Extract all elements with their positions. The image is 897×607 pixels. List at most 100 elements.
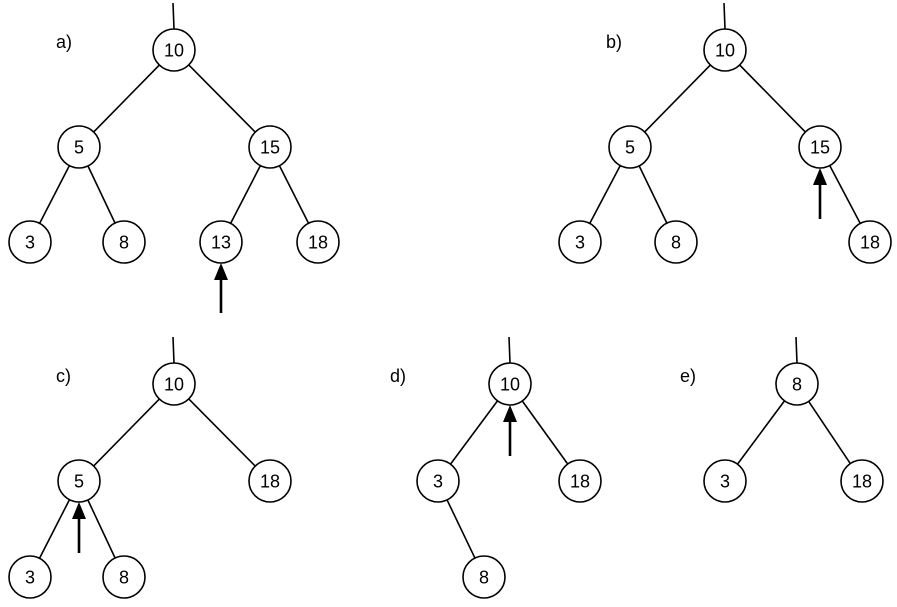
tree-node: 3 bbox=[8, 220, 52, 264]
tree-node: 8 bbox=[654, 220, 698, 264]
pointer-arrow-icon bbox=[503, 405, 517, 456]
tree-edge bbox=[93, 398, 160, 467]
node-value: 3 bbox=[720, 472, 730, 492]
node-circle bbox=[462, 555, 506, 599]
root-stub-line bbox=[795, 336, 798, 364]
panel-label-e: e) bbox=[680, 366, 696, 386]
node-circle bbox=[8, 220, 52, 264]
node-value: 15 bbox=[260, 138, 280, 158]
node-circle bbox=[57, 125, 101, 169]
node-value: 10 bbox=[500, 375, 520, 395]
arrow-head bbox=[72, 502, 86, 519]
tree-edge bbox=[278, 165, 310, 224]
node-value: 15 bbox=[810, 138, 830, 158]
tree-edge bbox=[644, 64, 711, 133]
node-circle bbox=[248, 125, 292, 169]
node-circle bbox=[654, 220, 698, 264]
node-circle bbox=[848, 220, 892, 264]
tree-edge bbox=[229, 165, 262, 224]
panel-label-c: c) bbox=[56, 366, 71, 386]
tree-edge bbox=[188, 398, 256, 467]
panel-d: d) 10 3 18 8 bbox=[390, 336, 602, 599]
node-value: 18 bbox=[852, 472, 872, 492]
node-value: 8 bbox=[119, 233, 129, 253]
node-value: 18 bbox=[308, 233, 328, 253]
panel-e: e) 8 3 18 bbox=[680, 336, 884, 503]
root-stub-line bbox=[508, 336, 511, 364]
node-circle bbox=[296, 220, 340, 264]
tree-edge bbox=[638, 165, 668, 224]
panel-label-a: a) bbox=[56, 32, 72, 52]
panel-c: c) 10 5 18 3 8 bbox=[8, 336, 292, 599]
node-circle bbox=[8, 555, 52, 599]
root-stub-line bbox=[172, 336, 175, 364]
node-circle bbox=[558, 459, 602, 503]
node-value: 10 bbox=[715, 41, 735, 61]
panel-label-d: d) bbox=[390, 366, 406, 386]
node-circle bbox=[703, 459, 747, 503]
tree-node: 10 bbox=[703, 28, 747, 72]
node-value: 5 bbox=[625, 138, 635, 158]
arrow-head bbox=[214, 263, 228, 280]
tree-edge bbox=[87, 499, 116, 559]
node-value: 18 bbox=[260, 472, 280, 492]
tree-edge bbox=[736, 400, 786, 465]
node-value: 13 bbox=[211, 233, 231, 253]
tree-edge bbox=[449, 400, 499, 465]
node-circle bbox=[152, 362, 196, 406]
node-circle bbox=[248, 459, 292, 503]
node-circle bbox=[558, 220, 602, 264]
tree-edge bbox=[446, 499, 476, 559]
tree-node: 5 bbox=[57, 125, 101, 169]
node-circle bbox=[102, 220, 146, 264]
node-circle bbox=[152, 28, 196, 72]
tree-edge bbox=[38, 499, 71, 559]
node-circle bbox=[102, 555, 146, 599]
tree-edge bbox=[87, 165, 116, 224]
node-value: 8 bbox=[119, 568, 129, 588]
node-circle bbox=[703, 28, 747, 72]
node-value: 10 bbox=[164, 41, 184, 61]
tree-edge bbox=[521, 400, 569, 465]
tree-node: 18 bbox=[558, 459, 602, 503]
node-value: 3 bbox=[575, 233, 585, 253]
node-value: 3 bbox=[433, 472, 443, 492]
node-value: 18 bbox=[570, 472, 590, 492]
pointer-arrow-icon bbox=[72, 502, 86, 553]
tree-node: 3 bbox=[703, 459, 747, 503]
tree-edge bbox=[808, 401, 851, 464]
tree-node: 8 bbox=[775, 362, 819, 406]
node-value: 3 bbox=[25, 568, 35, 588]
tree-node: 10 bbox=[488, 362, 532, 406]
arrow-head bbox=[813, 168, 827, 185]
node-circle bbox=[840, 459, 884, 503]
node-circle bbox=[608, 125, 652, 169]
tree-node: 8 bbox=[462, 555, 506, 599]
tree-node: 10 bbox=[152, 28, 196, 72]
tree-edge bbox=[38, 165, 71, 224]
tree-edge bbox=[739, 64, 806, 133]
tree-edge bbox=[93, 64, 160, 133]
tree-node: 15 bbox=[798, 125, 842, 169]
tree-node: 3 bbox=[558, 220, 602, 264]
node-value: 5 bbox=[74, 138, 84, 158]
arrow-head bbox=[503, 405, 517, 422]
tree-edge bbox=[589, 165, 621, 224]
pointer-arrow-icon bbox=[214, 263, 228, 313]
node-value: 10 bbox=[164, 375, 184, 395]
tree-node: 15 bbox=[248, 125, 292, 169]
node-value: 8 bbox=[479, 568, 489, 588]
root-stub-line bbox=[723, 2, 726, 30]
node-value: 3 bbox=[25, 233, 35, 253]
tree-node: 5 bbox=[57, 459, 101, 503]
node-value: 8 bbox=[792, 375, 802, 395]
node-circle bbox=[416, 459, 460, 503]
node-value: 18 bbox=[860, 233, 880, 253]
pointer-arrow-icon bbox=[813, 168, 827, 219]
tree-node: 10 bbox=[152, 362, 196, 406]
panel-a: a) 10 5 15 3 8 13 18 bbox=[8, 2, 340, 313]
node-value: 8 bbox=[671, 233, 681, 253]
node-circle bbox=[775, 362, 819, 406]
